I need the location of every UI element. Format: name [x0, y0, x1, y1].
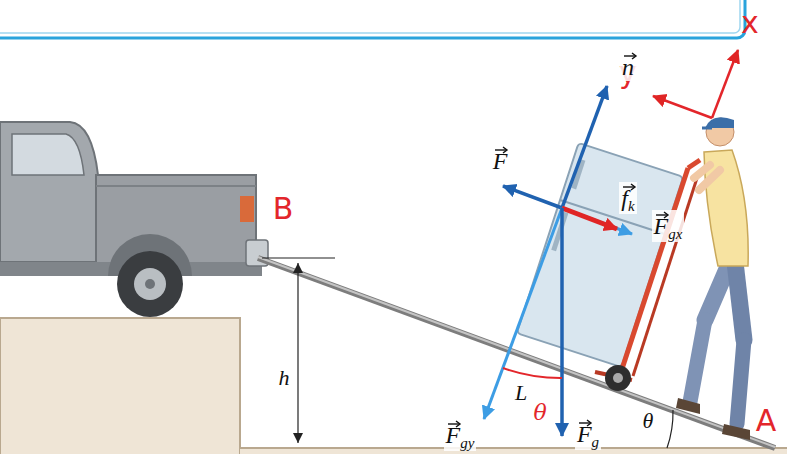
- vector-label: fk: [619, 182, 636, 215]
- worker-part: [690, 320, 705, 402]
- axis-label: x: [741, 6, 759, 39]
- vector-arrow-head: [631, 184, 635, 190]
- ground-part: [240, 448, 787, 454]
- vector-arrow-line: [623, 186, 634, 187]
- angle-arc-part: [667, 410, 673, 448]
- worker-part: [706, 118, 734, 146]
- vector-subscript: gx: [668, 226, 682, 242]
- worker-part: [722, 424, 750, 440]
- ramp-part: [258, 257, 775, 447]
- hand-truck-part: [621, 168, 688, 372]
- pickup-truck-part: [96, 185, 256, 187]
- angle-label: θ: [533, 401, 546, 425]
- vector-arrow-line: [579, 422, 590, 423]
- vector-subscript: gy: [460, 435, 474, 451]
- vector-arrow-line: [624, 56, 635, 57]
- vector-arrow: [494, 146, 508, 154]
- vector-symbol: F: [493, 148, 508, 174]
- ground: [0, 318, 787, 454]
- vector-arrow-head: [503, 147, 507, 153]
- vector-arrow-head: [587, 420, 591, 426]
- pickup-truck-part: [0, 122, 98, 262]
- pickup-truck-part: [145, 279, 155, 289]
- header-frame: [0, 0, 745, 38]
- hand-truck-part: [633, 175, 698, 376]
- dimension-label: L: [513, 381, 529, 405]
- vector-arrow-line: [448, 423, 459, 424]
- vector-subscript: g: [592, 434, 600, 450]
- angle-label: θ: [641, 409, 656, 433]
- header-frame-part: [0, 0, 745, 38]
- vector-arrow-head: [632, 53, 636, 59]
- worker-part: [676, 398, 700, 414]
- worker-part: [705, 117, 734, 128]
- vector-symbol: f: [621, 185, 628, 211]
- vector-label: n: [620, 51, 636, 80]
- axis-arrows: [653, 50, 738, 118]
- worker-part: [735, 262, 744, 340]
- worker-part: [702, 127, 712, 130]
- pickup-truck-part: [240, 196, 254, 222]
- ramp-part: [258, 258, 775, 448]
- force-vectors-part: [484, 208, 562, 419]
- force-vectors-part: [562, 208, 617, 229]
- vector-symbol: F: [446, 422, 461, 448]
- dimension-label: h: [277, 366, 292, 390]
- vector-arrow-line: [656, 214, 667, 215]
- height-dimension-part: [262, 257, 335, 258]
- header-frame-part: [0, 0, 740, 33]
- worker-part: [694, 165, 710, 178]
- vector-arrow: [447, 420, 461, 428]
- vector-label: F: [491, 145, 510, 174]
- pickup-truck-part: [117, 251, 183, 317]
- hand-truck-part: [613, 373, 623, 383]
- ground-part: [240, 447, 787, 449]
- ground-part: [0, 318, 240, 454]
- force-vectors-part: [560, 208, 564, 436]
- vector-arrow-line: [495, 150, 506, 151]
- height-dimension: [262, 258, 335, 443]
- ramp: [258, 257, 775, 448]
- vector-arrow: [623, 52, 637, 60]
- vector-arrow: [655, 211, 669, 219]
- pickup-truck: [0, 122, 268, 317]
- vector-arrow-head: [664, 212, 668, 218]
- angle-arc: [667, 410, 673, 448]
- worker-part: [737, 340, 744, 424]
- refrigerator-part: [560, 200, 665, 234]
- vector-label: Fg: [575, 418, 601, 451]
- worker: [676, 117, 750, 440]
- vector-arrow: [578, 419, 592, 427]
- force-vectors: [484, 86, 632, 436]
- axis-arrows-part: [712, 50, 738, 118]
- axis-arrows-part: [653, 96, 712, 118]
- pickup-truck-part: [134, 268, 166, 300]
- vector-label: Fgy: [444, 419, 477, 452]
- height-dimension-part: [297, 263, 298, 443]
- vector-label: Fgx: [652, 210, 685, 243]
- hand-truck-part: [605, 365, 631, 391]
- force-vectors-part: [503, 368, 562, 378]
- pickup-truck-part: [12, 134, 84, 175]
- force-vectors-part: [503, 186, 562, 208]
- point-label: A: [756, 404, 777, 437]
- vector-symbol: n: [622, 54, 634, 80]
- worker-part: [705, 262, 730, 320]
- vector-symbol: F: [654, 213, 669, 239]
- hand-truck-part: [688, 160, 700, 168]
- worker-part: [699, 170, 720, 190]
- point-label: B: [273, 192, 294, 225]
- hand-truck: [595, 160, 700, 391]
- vector-subscript: k: [628, 198, 635, 214]
- force-vectors-part: [562, 86, 607, 208]
- vector-arrow-head: [456, 421, 460, 427]
- vector-symbol: F: [577, 421, 592, 447]
- vector-arrow: [622, 183, 636, 191]
